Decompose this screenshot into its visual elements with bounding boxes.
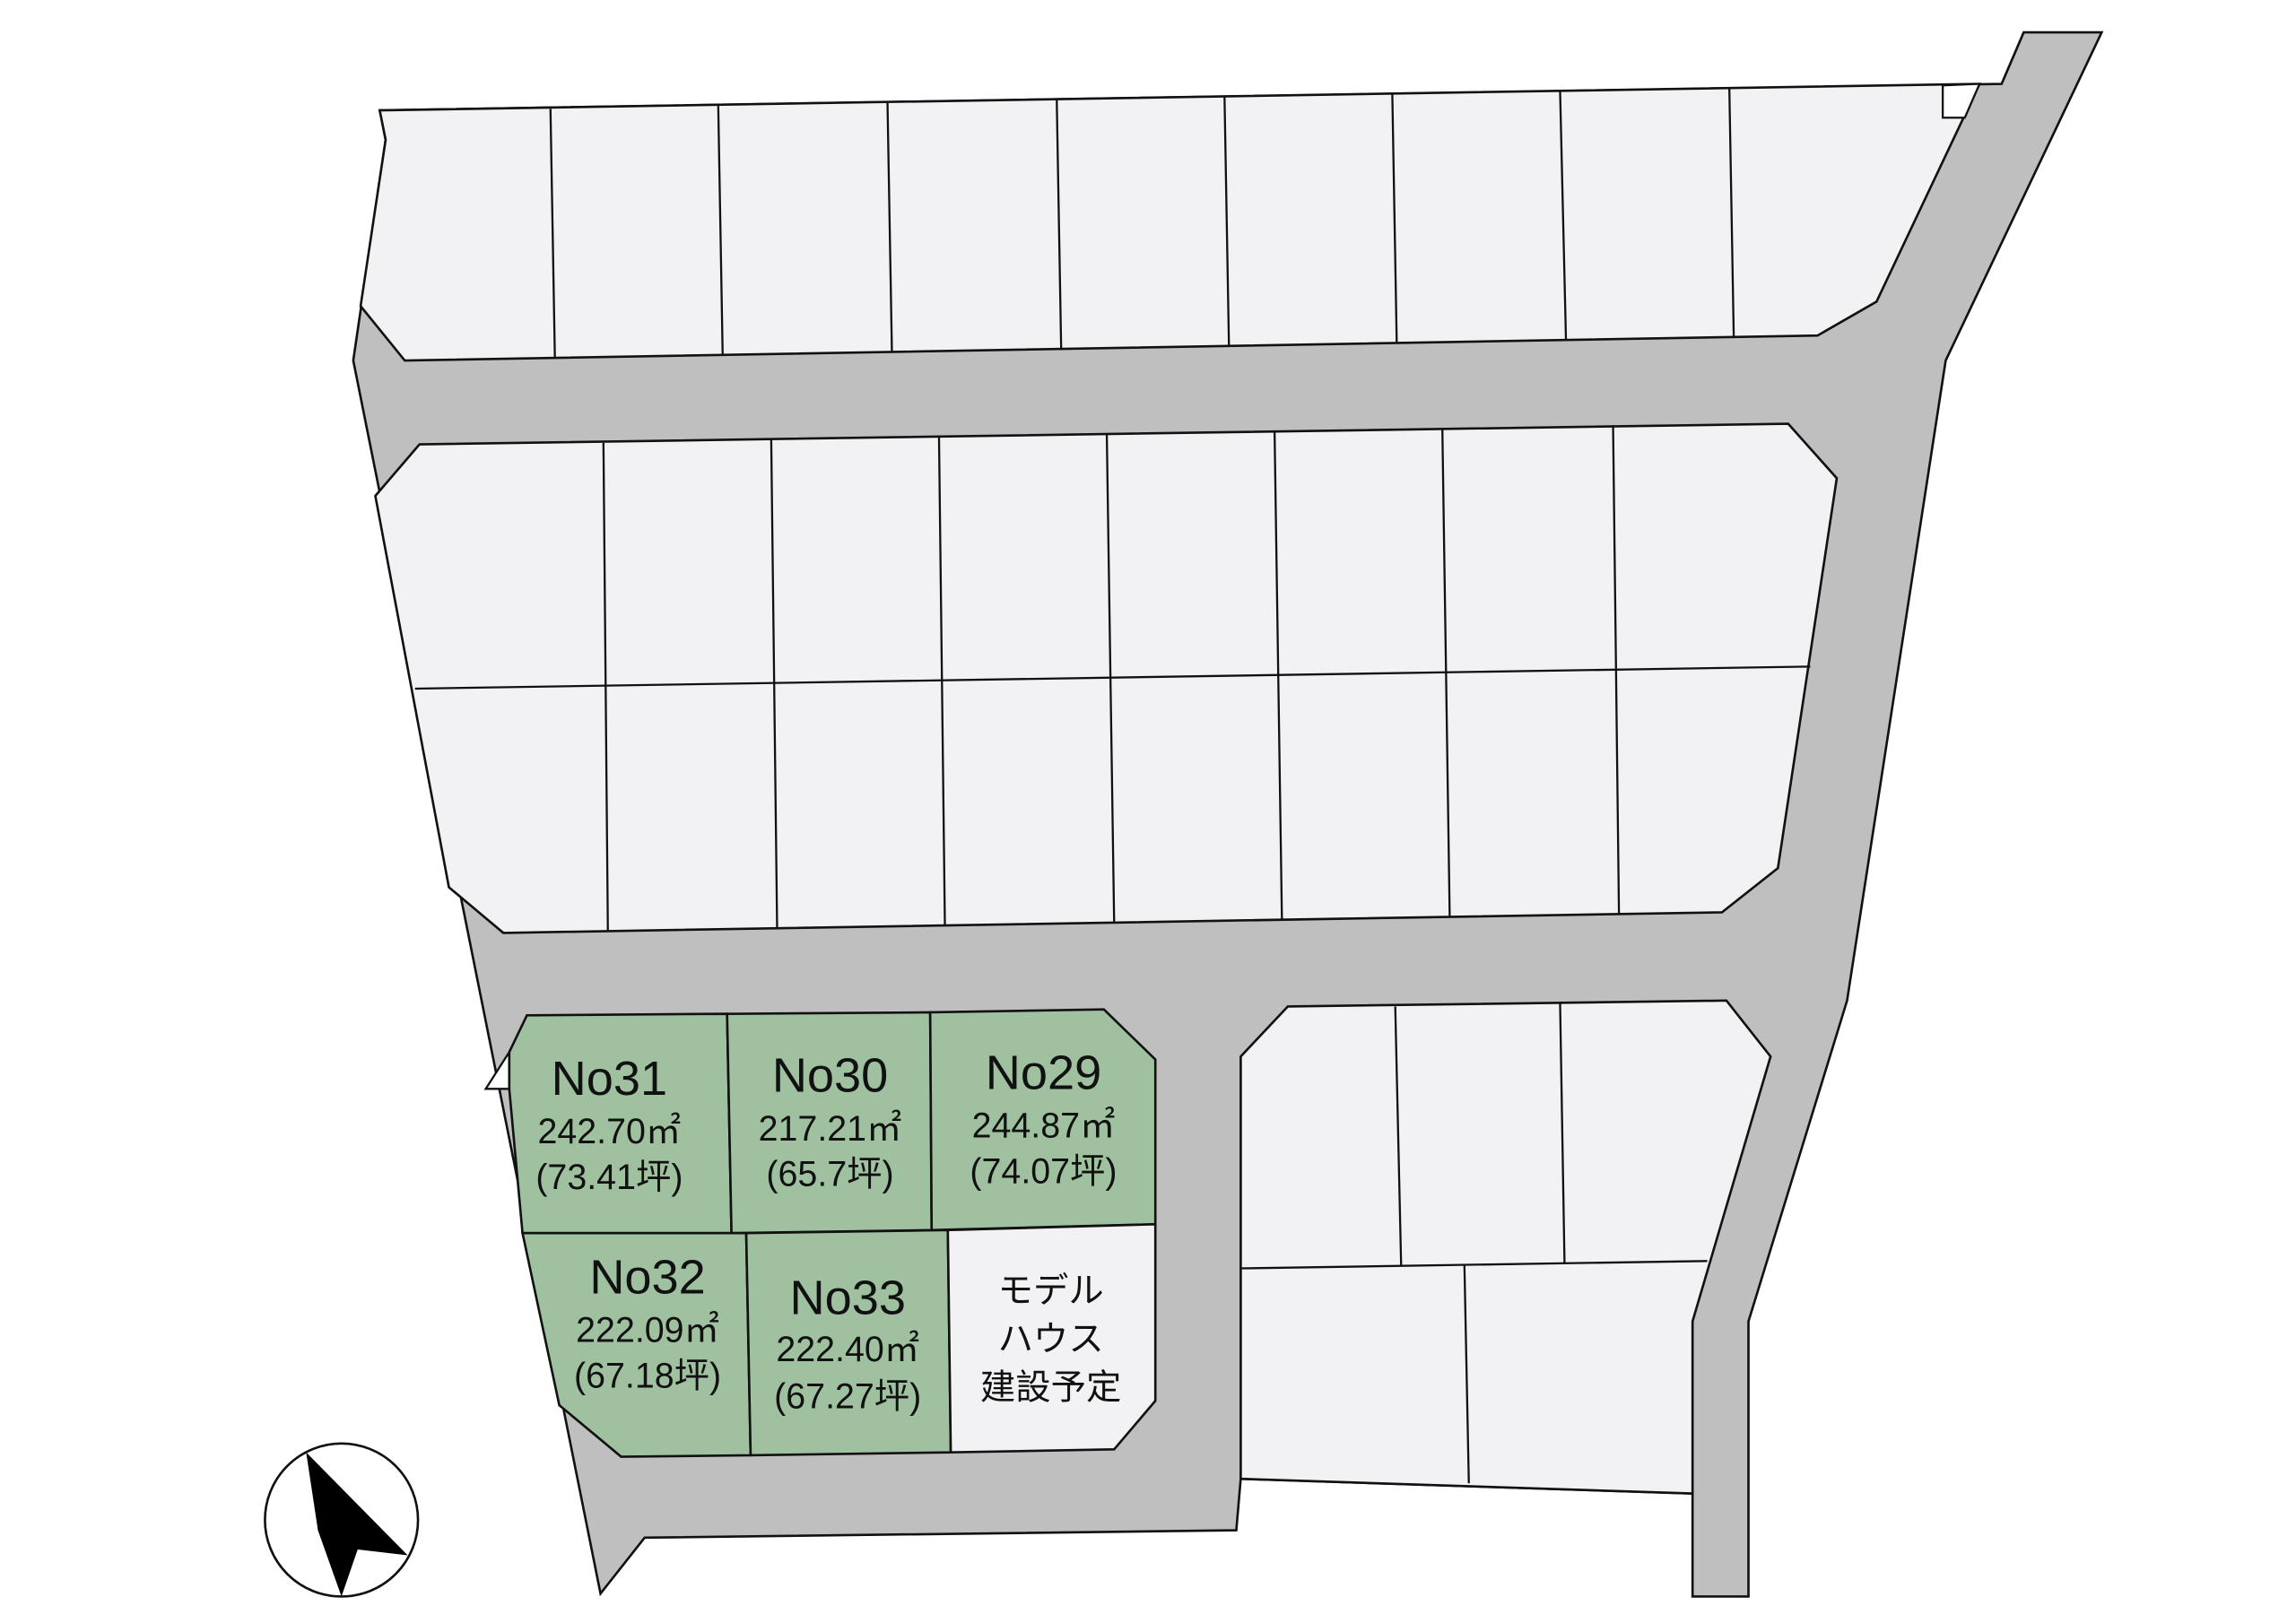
lot-area-tsubo: (65.7坪) xyxy=(766,1155,893,1194)
lot-area-tsubo: (67.18坪) xyxy=(574,1356,721,1395)
lot-area-m2: 244.87㎡ xyxy=(972,1106,1116,1145)
lot-number: No29 xyxy=(986,1046,1101,1099)
lot-area-tsubo: (67.27坪) xyxy=(774,1376,921,1416)
lot-area-m2: 222.40㎡ xyxy=(776,1330,919,1369)
model-house-label: 建設予定 xyxy=(980,1367,1122,1409)
lot-area-m2: 222.09㎡ xyxy=(576,1311,719,1350)
lot-no29[interactable] xyxy=(928,1008,1157,1232)
block-for-sale: No31 242.70㎡ (73.41坪) No30 217.21㎡ (65.7… xyxy=(483,1008,1157,1458)
lot-area-m2: 242.70㎡ xyxy=(537,1112,681,1151)
block-southeast xyxy=(1239,999,1772,1495)
lot-model-house[interactable] xyxy=(946,1222,1157,1454)
lot-area-m2: 217.21㎡ xyxy=(759,1109,902,1149)
block-north xyxy=(359,82,1982,362)
lot-area-tsubo: (73.41坪) xyxy=(535,1158,683,1197)
north-arrow-icon xyxy=(264,1442,420,1598)
lot-no32[interactable] xyxy=(520,1231,752,1458)
lot-number: No33 xyxy=(790,1271,906,1324)
model-house-label: モデル xyxy=(998,1270,1104,1311)
model-house-label: ハウス xyxy=(998,1318,1104,1359)
lot-number: No30 xyxy=(772,1049,888,1103)
lot-number: No32 xyxy=(589,1250,705,1304)
lot-area-tsubo: (74.07坪) xyxy=(970,1151,1117,1191)
lot-number: No31 xyxy=(552,1052,667,1106)
block-middle xyxy=(374,422,1839,934)
